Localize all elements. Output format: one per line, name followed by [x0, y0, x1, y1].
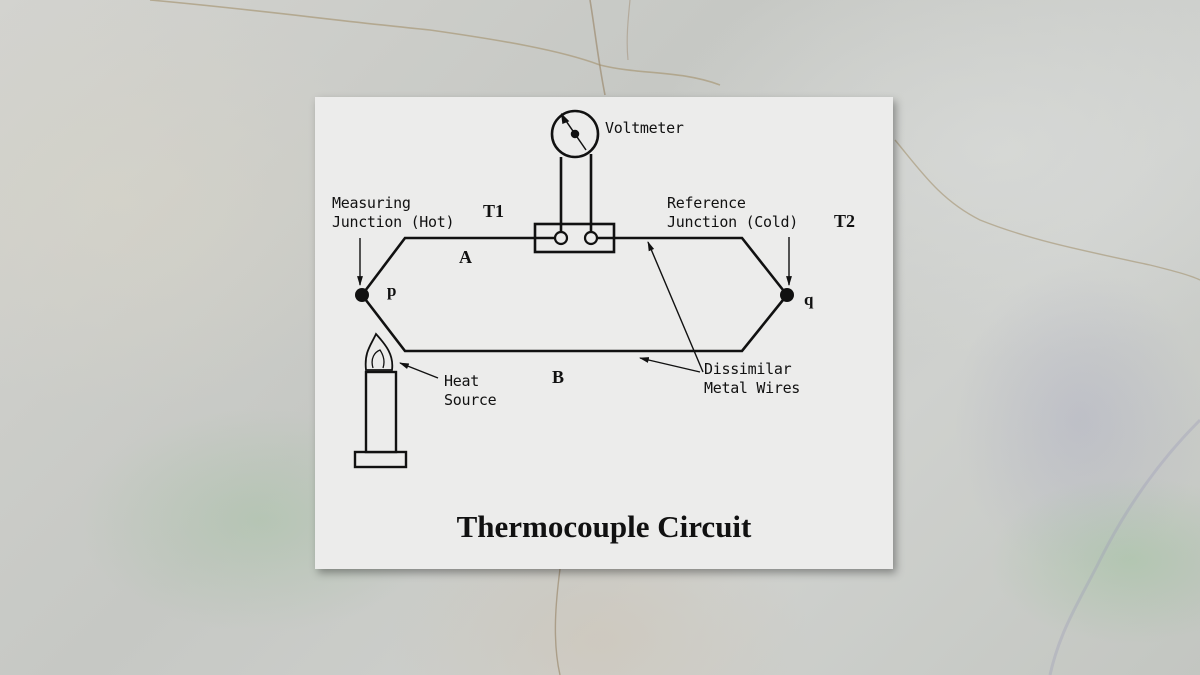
diagram-title: Thermocouple Circuit — [456, 509, 752, 544]
voltmeter-label: Voltmeter — [605, 119, 684, 137]
t2-label: T2 — [834, 211, 856, 231]
thermocouple-circuit-diagram — [353, 109, 794, 469]
diagram-card: Voltmeter Measuring Junction (Hot) Refer… — [315, 97, 893, 569]
measuring-junction-label: Measuring Junction (Hot) — [332, 194, 455, 231]
wire-b — [360, 294, 789, 353]
wire-a-label: A — [459, 247, 472, 267]
candle-heat-source — [353, 332, 408, 469]
dissimilar-wires-label: Dissimilar Metal Wires — [704, 360, 801, 397]
wire-a — [360, 236, 789, 296]
junction-p-label: p — [387, 281, 397, 300]
t1-label: T1 — [483, 201, 505, 221]
reference-junction-label: Reference Junction (Cold) — [667, 194, 798, 231]
junction-q-label: q — [804, 290, 814, 309]
wire-b-label: B — [552, 367, 565, 387]
voltmeter-dial — [550, 109, 600, 159]
heat-source-label: Heat Source — [444, 372, 497, 409]
junction-p-dot — [355, 288, 369, 302]
junction-q-dot — [780, 288, 794, 302]
